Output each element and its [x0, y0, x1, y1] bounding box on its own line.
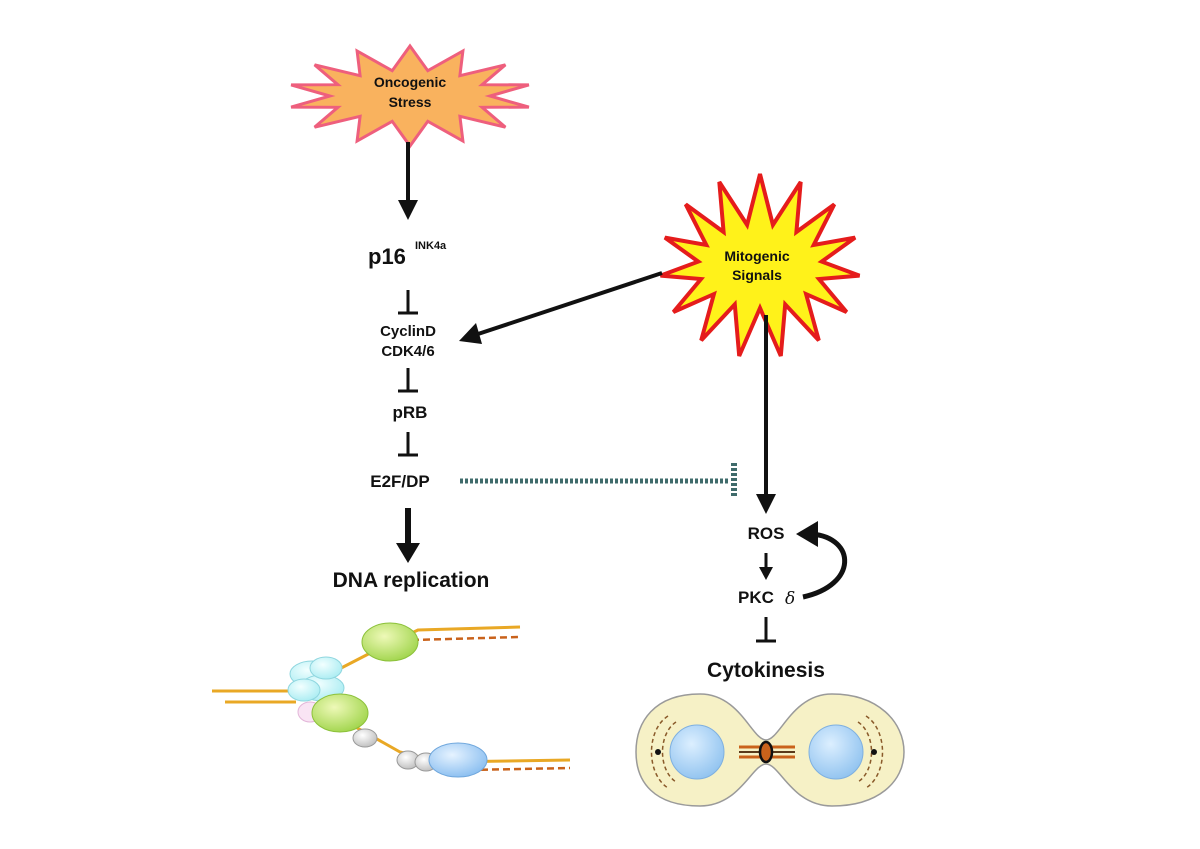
- arrow-mitogenic-to-ros: [756, 315, 776, 514]
- oncogenic-stress-burst: Oncogenic Stress: [290, 43, 530, 149]
- p16-superscript: INK4a: [415, 240, 447, 252]
- inhibit-p16-to-cyclin: [398, 290, 418, 315]
- arrow-mitogenic-to-cyclin: [459, 271, 663, 344]
- cyclin-cdk-node: CyclinD CDK4/6: [380, 323, 436, 360]
- oncogenic-stress-label-line1: Oncogenic: [374, 74, 447, 90]
- pkc-delta-node: PKC δ: [738, 588, 795, 609]
- cyclind-label: CyclinD: [380, 323, 436, 340]
- cytokinesis-label: Cytokinesis: [707, 659, 825, 682]
- ros-label: ROS: [748, 524, 785, 543]
- replication-fork-illustration: [212, 622, 571, 778]
- dividing-cell-illustration: [635, 693, 905, 807]
- feedback-arrow-pkc-to-ros: [796, 521, 848, 600]
- dna-replication-label: DNA replication: [333, 569, 490, 592]
- arrow-stress-to-p16: [398, 142, 418, 220]
- inhibit-prb-to-e2f: [398, 432, 418, 457]
- oncogenic-stress-label-line2: Stress: [389, 94, 432, 110]
- e2f-dp-label: E2F/DP: [370, 472, 430, 491]
- mitogenic-signals-shape: [659, 173, 861, 357]
- p16-label: p16: [368, 244, 406, 269]
- dotted-inhibition-e2f: [460, 463, 737, 497]
- pkc-label: PKC: [738, 588, 774, 607]
- inhibit-pkc-to-cytokinesis: [756, 617, 776, 643]
- mitogenic-signals-label-line1: Mitogenic: [724, 248, 790, 264]
- prb-label: pRB: [393, 403, 428, 422]
- cdk46-label: CDK4/6: [381, 343, 434, 360]
- mitogenic-signals-burst: Mitogenic Signals: [659, 173, 861, 357]
- arrow-e2f-to-dna-replication: [396, 508, 420, 563]
- pkc-delta-symbol: δ: [785, 589, 795, 609]
- p16-node: p16 INK4a: [368, 240, 447, 269]
- mitogenic-signals-label-line2: Signals: [732, 267, 782, 283]
- arrow-ros-to-pkc: [759, 553, 773, 580]
- inhibit-cyclin-to-prb: [398, 368, 418, 393]
